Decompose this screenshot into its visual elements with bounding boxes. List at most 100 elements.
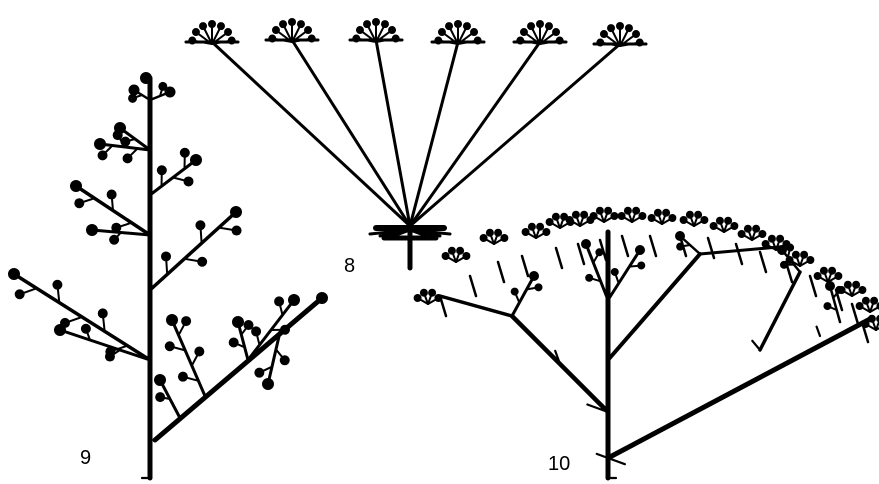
branchlet xyxy=(622,236,628,256)
flower-bud xyxy=(610,212,618,220)
branch xyxy=(608,254,700,360)
flower-bud xyxy=(180,148,190,158)
flower-bud xyxy=(262,378,274,390)
flower-bud xyxy=(434,294,442,302)
flower-bud xyxy=(199,22,207,30)
flower-bud xyxy=(632,207,640,215)
flower-bud xyxy=(581,239,591,249)
flower-bud xyxy=(463,22,471,30)
flower-bud xyxy=(279,20,287,28)
flower-bud xyxy=(529,271,539,281)
flower-bud xyxy=(675,231,685,241)
branchlet xyxy=(498,262,504,282)
flower-bud xyxy=(288,294,300,306)
flower-bud xyxy=(129,85,140,96)
branch xyxy=(512,276,534,316)
flower-bud xyxy=(585,274,593,282)
flower-bud xyxy=(140,72,152,84)
flower-bud xyxy=(607,24,615,32)
flower-bud xyxy=(752,225,760,233)
branchlet xyxy=(470,276,476,296)
figure-label-8: 8 xyxy=(344,256,355,276)
flower-bud xyxy=(680,216,688,224)
bract xyxy=(752,341,760,350)
flower-bud xyxy=(738,230,746,238)
flower-bud xyxy=(232,316,244,328)
flower-bud xyxy=(635,245,645,255)
flower-bud xyxy=(580,211,588,219)
ray xyxy=(410,42,540,226)
flower-bud xyxy=(274,296,284,306)
flower-bud xyxy=(534,283,542,291)
flower-bud xyxy=(280,355,290,365)
flower-bud xyxy=(54,324,66,336)
flower-bud xyxy=(676,243,684,251)
flower-bud xyxy=(438,28,446,36)
branch xyxy=(172,320,205,396)
flower-bud xyxy=(604,207,612,215)
flower-bud xyxy=(208,20,216,28)
flower-bud xyxy=(494,229,502,237)
flower-bud xyxy=(648,214,656,222)
flower-bud xyxy=(217,22,225,30)
flower-bud xyxy=(420,289,428,297)
flower-bud xyxy=(618,212,626,220)
branchlet xyxy=(522,256,528,276)
flower-bud xyxy=(190,154,202,166)
flower-bud xyxy=(74,198,84,208)
flower-bud xyxy=(232,226,242,236)
flower-bud xyxy=(852,281,860,289)
flower-bud xyxy=(178,372,188,382)
flower-bud xyxy=(86,224,98,236)
flower-bud xyxy=(624,207,632,215)
figure-label-10: 10 xyxy=(548,454,570,474)
flower-bud xyxy=(224,28,232,36)
flower-bud xyxy=(442,252,450,260)
flower-bud xyxy=(616,22,624,30)
flower-bud xyxy=(158,82,167,91)
flower-bud xyxy=(762,240,770,248)
flower-bud xyxy=(566,216,574,224)
flower-bud xyxy=(511,288,519,296)
flower-bud xyxy=(856,302,864,310)
flower-bud xyxy=(700,216,708,224)
branchlet xyxy=(556,248,562,268)
flower-bud xyxy=(730,222,738,230)
flower-bud xyxy=(814,272,822,280)
branch xyxy=(150,212,236,290)
flower-bud xyxy=(710,222,718,230)
flower-bud xyxy=(536,223,544,231)
flower-bud xyxy=(297,20,305,28)
flower-bud xyxy=(107,190,117,200)
flower-bud xyxy=(637,261,645,269)
flower-bud xyxy=(70,180,82,192)
flower-bud xyxy=(862,297,870,305)
branchlet xyxy=(736,244,742,264)
flower-bud xyxy=(456,247,464,255)
figure-label-9: 9 xyxy=(80,448,91,468)
flower-bud xyxy=(8,268,20,280)
flower-bud xyxy=(280,325,290,335)
flower-bud xyxy=(98,308,108,318)
flower-bud xyxy=(128,94,137,103)
figure-8-umbel xyxy=(186,18,646,268)
flower-bud xyxy=(414,294,422,302)
flower-bud xyxy=(862,320,870,328)
flower-bud xyxy=(470,28,478,36)
flower-bud xyxy=(844,281,852,289)
flower-bud xyxy=(825,281,835,291)
branchlet xyxy=(760,252,766,272)
flower-bud xyxy=(744,225,752,233)
flower-bud xyxy=(528,223,536,231)
flower-bud xyxy=(197,257,207,267)
flower-bud xyxy=(109,235,119,245)
flower-bud xyxy=(686,211,694,219)
flower-bud xyxy=(254,368,264,378)
bract xyxy=(608,458,625,464)
flower-bud xyxy=(388,26,396,34)
flower-bud xyxy=(800,251,808,259)
flower-bud xyxy=(870,297,878,305)
flower-bud xyxy=(98,150,108,160)
